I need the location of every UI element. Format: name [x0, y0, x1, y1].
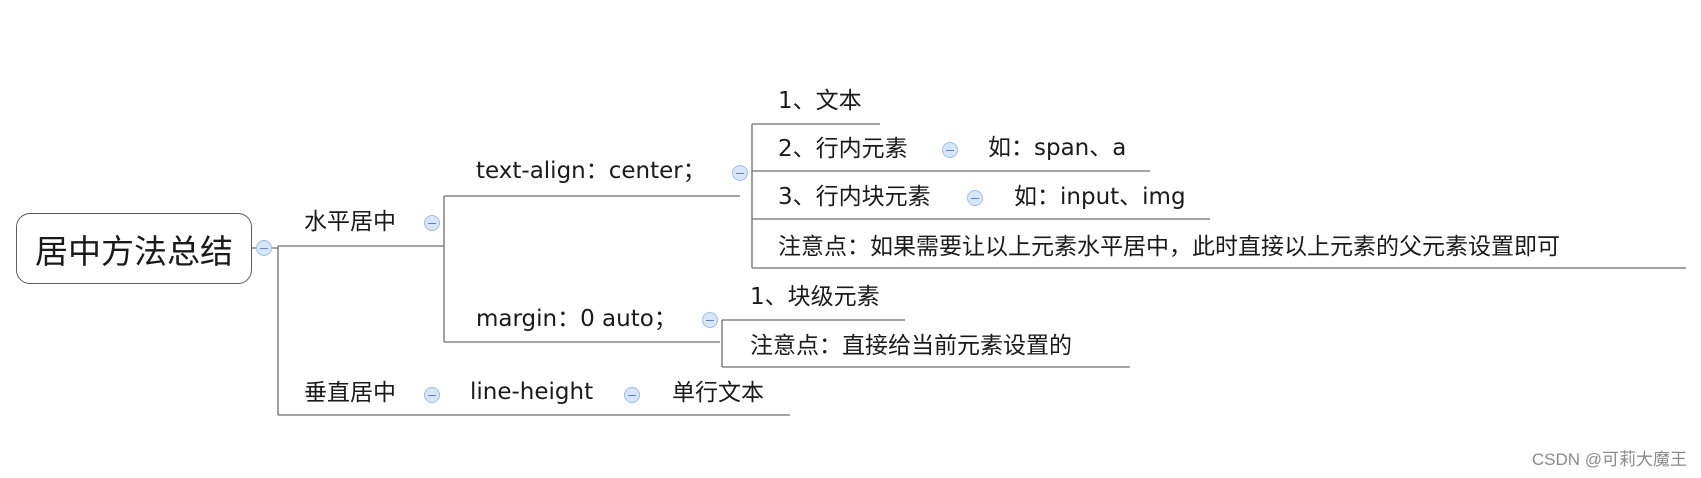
inline-example[interactable]: 如：span、a [988, 135, 1127, 161]
horizontal-center-node[interactable]: 水平居中 [304, 209, 396, 235]
inline-block-collapse-icon[interactable] [967, 190, 983, 206]
text-align-note[interactable]: 注意点：如果需要让以上元素水平居中，此时直接以上元素的父元素设置即可 [778, 234, 1560, 260]
vertical-center-node[interactable]: 垂直居中 [304, 380, 396, 406]
line-height-collapse-icon[interactable] [624, 387, 640, 403]
text-align-item-inline-block[interactable]: 3、行内块元素 [778, 184, 931, 210]
inline-collapse-icon[interactable] [942, 142, 958, 158]
margin-note[interactable]: 注意点：直接给当前元素设置的 [750, 333, 1072, 359]
margin-collapse-icon[interactable] [702, 312, 718, 328]
margin-item-block[interactable]: 1、块级元素 [750, 284, 880, 310]
watermark: CSDN @可莉大魔王 [1531, 450, 1687, 469]
inline-block-example[interactable]: 如：input、img [1014, 184, 1186, 210]
text-align-collapse-icon[interactable] [732, 165, 748, 181]
text-align-node[interactable]: text-align：center； [476, 158, 706, 184]
text-align-item-text[interactable]: 1、文本 [778, 88, 862, 114]
line-height-node[interactable]: line-height [470, 379, 594, 405]
root-node[interactable]: 居中方法总结 [16, 213, 252, 284]
text-align-item-inline[interactable]: 2、行内元素 [778, 136, 908, 162]
root-collapse-icon[interactable] [256, 240, 272, 256]
single-line-text-node[interactable]: 单行文本 [672, 380, 764, 406]
vertical-collapse-icon[interactable] [424, 387, 440, 403]
root-node-label: 居中方法总结 [35, 231, 233, 271]
margin-auto-node[interactable]: margin：0 auto； [476, 306, 677, 332]
horizontal-collapse-icon[interactable] [424, 215, 440, 231]
